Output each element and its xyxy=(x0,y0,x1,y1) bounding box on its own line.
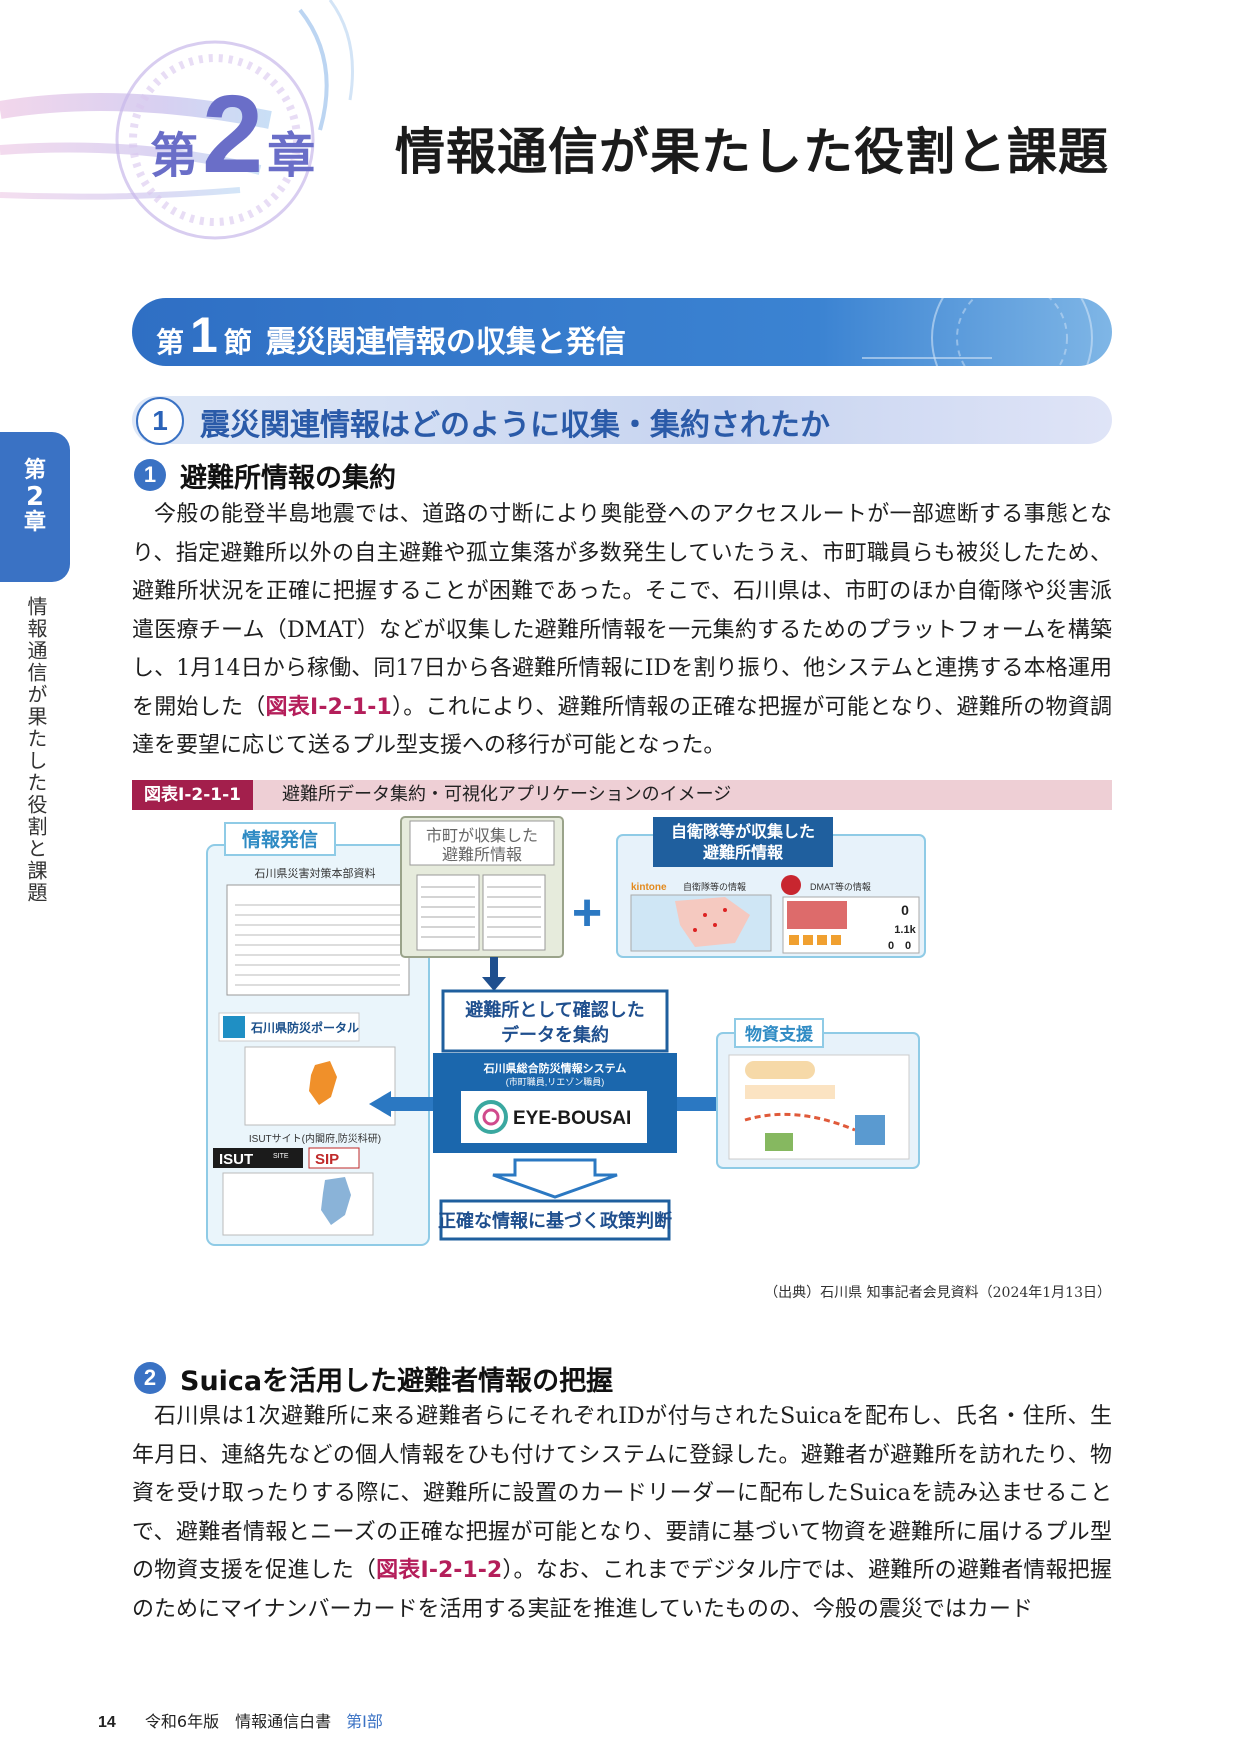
system-sub: (市町職員,リエゾン職員) xyxy=(506,1076,605,1087)
paragraph-1-text-b: ）。これにより、避難所情報の正確な把握が可能となり、避難所の物資調達を要望に応じ… xyxy=(132,694,1112,759)
subsection-number: 1 xyxy=(136,397,184,445)
dmat-value-3: 0 xyxy=(888,940,894,952)
heading2-number: 2 xyxy=(134,1362,166,1394)
heading2-title: Suicaを活用した避難者情報の把握 xyxy=(180,1366,614,1397)
sdf-label-1: 自衛隊等が収集した xyxy=(671,822,815,841)
paragraph-1: 今般の能登半島地震では、道路の寸断により奥能登へのアクセスルートが一部遮断する事… xyxy=(132,496,1112,766)
paragraph-2: 石川県は1次避難所に来る避難者らにそれぞれIDが付与されたSuicaを配布し、氏… xyxy=(132,1398,1112,1629)
sdf-label-2: 避難所情報 xyxy=(703,843,784,862)
dmat-value-4: 0 xyxy=(905,940,911,952)
chapter-number-label: 第 2 章 xyxy=(150,80,315,190)
figure-ref-1-2-1-1[interactable]: 図表Ⅰ-2-1-1 xyxy=(265,694,392,720)
side-tab-suffix: 章 xyxy=(23,510,46,535)
dmat-value-1: 0 xyxy=(901,902,909,918)
confirm-label-1: 避難所として確認した xyxy=(465,999,644,1020)
paragraph-1-text-a: 今般の能登半島地震では、道路の寸断により奥能登へのアクセスルートが一部遮断する事… xyxy=(132,502,1112,720)
dmat-sub: DMAT等の情報 xyxy=(810,881,871,892)
kintone-label: kintone xyxy=(631,882,667,893)
page-footer: 14 令和6年版 情報通信白書 第Ⅰ部 xyxy=(98,1708,383,1732)
figure-illustration: 情報発信 石川県災害対策本部資料 石川県防災ポータル ISUTサイト(内閣府,防… xyxy=(205,815,1031,1268)
part-label: 第Ⅰ部 xyxy=(346,1712,383,1731)
town-label-2: 避難所情報 xyxy=(442,846,522,864)
book-title: 令和6年版 情報通信白書 xyxy=(144,1712,332,1731)
chapter-prefix: 第 xyxy=(150,128,199,184)
section-suffix: 節 xyxy=(223,326,252,359)
system-name: 石川県総合防災情報システム xyxy=(483,1061,627,1075)
figure-source: （出典）石川県 知事記者会見資料（2024年1月13日） xyxy=(764,1285,1111,1301)
page-number: 14 xyxy=(98,1714,116,1731)
side-chapter-tab: 第 2 章 xyxy=(0,432,70,582)
sip-logo: SIP xyxy=(315,1151,339,1168)
subsection-band xyxy=(132,396,1112,444)
section-prefix: 第 xyxy=(156,326,185,359)
isut-logo: ISUT xyxy=(219,1151,253,1168)
heading1-number: 1 xyxy=(134,459,166,491)
figure-caption: 避難所データ集約・可視化アプリケーションのイメージ xyxy=(282,784,732,805)
sdf-sub: 自衛隊等の情報 xyxy=(683,881,746,892)
subsection-title: 震災関連情報はどのように収集・集約されたか xyxy=(200,408,830,443)
isut-label: ISUTサイト(内閣府,防災科研) xyxy=(249,1132,381,1145)
section-band: 第 1 節 震災関連情報の収集と発信 xyxy=(132,298,1112,366)
paragraph-2-text-b: ）。なお、これまでデジタル庁では、避難所の避難者情報把握のためにマイナンバーカー… xyxy=(132,1558,1112,1622)
supply-label: 物資支援 xyxy=(745,1024,814,1044)
isut-logo-sup: SITE xyxy=(273,1153,289,1160)
plus-sign: + xyxy=(572,884,602,942)
chapter-suffix: 章 xyxy=(267,128,316,184)
info-label: 情報発信 xyxy=(242,828,318,851)
heading1-title: 避難所情報の集約 xyxy=(180,463,396,494)
confirm-label-2: データを集約 xyxy=(501,1024,609,1045)
dmat-value-2: 1.1k xyxy=(894,924,916,936)
figure-ref-1-2-1-2[interactable]: 図表Ⅰ-2-1-2 xyxy=(376,1558,503,1583)
side-tab-number: 2 xyxy=(25,482,45,512)
side-chapter-title: 情報通信が果たした役割と課題 xyxy=(24,596,48,904)
figure-tag: 図表Ⅰ-2-1-1 xyxy=(132,780,253,810)
portal-label: 石川県防災ポータル xyxy=(250,1020,359,1035)
figure-caption-bar xyxy=(132,780,1112,810)
policy-label: 正確な情報に基づく政策判断 xyxy=(438,1210,672,1231)
town-label-1: 市町が収集した xyxy=(426,827,538,845)
info-sub: 石川県災害対策本部資料 xyxy=(255,866,376,880)
chapter-decoration xyxy=(0,0,354,240)
chapter-title: 情報通信が果たした役割と課題 xyxy=(395,123,1109,181)
section-number: 1 xyxy=(190,307,218,363)
section-circuit-decoration xyxy=(862,298,1093,366)
chapter-number: 2 xyxy=(202,73,264,196)
eye-bousai-logo: EYE-BOUSAI xyxy=(513,1108,631,1129)
side-tab-prefix: 第 xyxy=(23,458,46,483)
paragraph-2-text-a: 石川県は1次避難所に来る避難者らにそれぞれIDが付与されたSuicaを配布し、氏… xyxy=(132,1404,1112,1583)
section-title: 震災関連情報の収集と発信 xyxy=(265,325,626,360)
